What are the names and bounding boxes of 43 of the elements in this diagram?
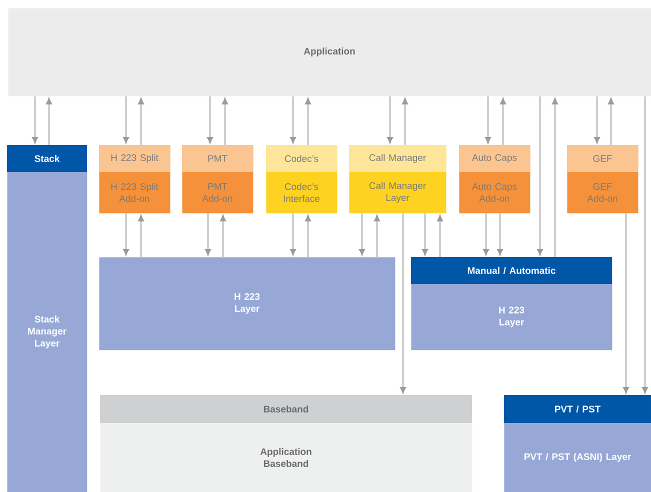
arrow — [138, 214, 144, 258]
layer-box: PVT / PST PVT / PST (ASNI) Layer — [504, 394, 651, 492]
application-band: Application — [8, 8, 651, 96]
arrow — [422, 212, 428, 256]
arrow — [622, 212, 630, 394]
arrow — [500, 98, 506, 146]
arrow — [122, 212, 130, 256]
arrow — [496, 212, 504, 256]
arrow — [220, 214, 226, 258]
arrow — [482, 212, 490, 256]
module-box: Auto Caps Auto Caps Add-on — [459, 145, 530, 214]
module-box: Codec’s Codec’s Interface — [266, 145, 338, 214]
layer-box: Manual / Automatic H 223 Layer — [411, 257, 612, 350]
arrow — [290, 212, 296, 256]
arrow — [204, 212, 212, 256]
arrow — [304, 98, 312, 146]
arrow — [304, 214, 312, 258]
arrow — [552, 98, 558, 258]
layer-box: H 223 Layer — [99, 257, 396, 350]
arrow — [484, 96, 492, 144]
layer-box: Baseband Application Baseband — [100, 394, 472, 492]
arrow — [290, 96, 296, 144]
arrow — [608, 98, 614, 146]
module-box: H 223 Split H 223 Split Add-on — [99, 145, 170, 214]
arrow — [374, 214, 380, 258]
arrow — [386, 96, 394, 144]
arrow — [138, 98, 144, 146]
arrow — [400, 212, 406, 394]
module-box: Call Manager Call Manager Layer — [349, 145, 446, 214]
arrow — [206, 96, 214, 144]
arrow — [122, 96, 130, 144]
module-box: PMT PMT Add-on — [182, 145, 254, 214]
arrow — [436, 214, 444, 258]
module-box: GEF GEF Add-on — [567, 145, 638, 214]
arrow — [402, 98, 408, 146]
arrow — [32, 96, 38, 144]
layer-box: Stack Stack Manager Layer — [7, 145, 88, 492]
arrow — [358, 212, 366, 256]
arrow — [222, 98, 228, 146]
arrow — [46, 98, 52, 146]
arrow — [642, 96, 648, 394]
arrow — [594, 96, 600, 144]
arrow — [536, 96, 544, 256]
